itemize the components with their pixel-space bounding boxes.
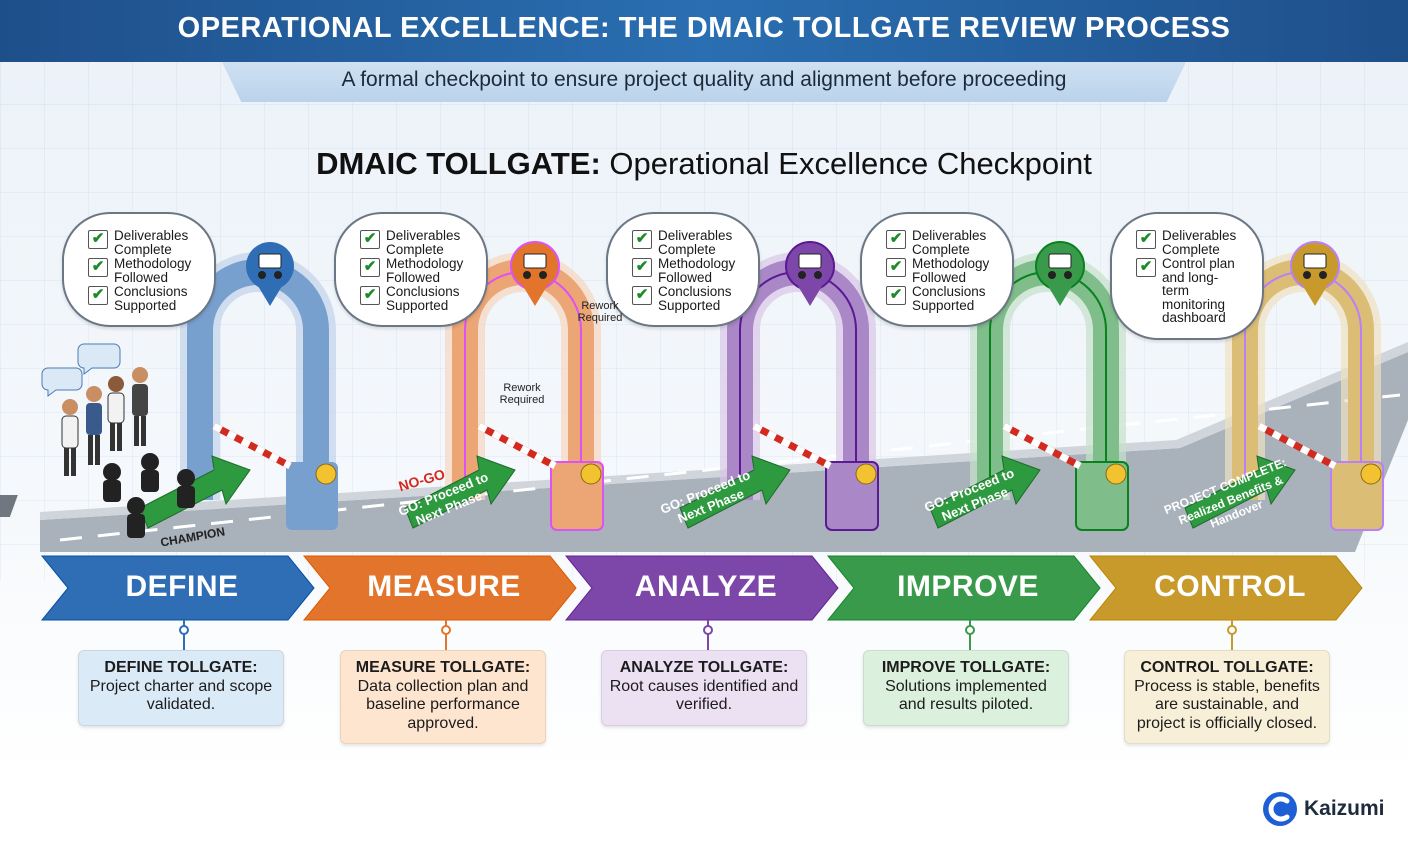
page-header-title: OPERATIONAL EXCELLENCE: THE DMAIC TOLLGA… xyxy=(177,12,1231,44)
check-icon: ✔ xyxy=(632,286,652,305)
phase-connector-dot xyxy=(179,625,189,635)
checklist-item-text: Methodology Followed xyxy=(658,256,736,285)
check-icon: ✔ xyxy=(88,258,108,277)
tollgate-arch-analyze xyxy=(679,241,879,531)
checklist-item: ✔ Conclusions Supported xyxy=(360,285,466,312)
tollgate-box-control: CONTROL TOLLGATE:Process is stable, bene… xyxy=(1124,650,1330,744)
check-icon: ✔ xyxy=(886,286,906,305)
kaizumi-logo-icon xyxy=(1263,792,1297,826)
checklist-item-text: Deliverables Complete xyxy=(114,228,189,257)
phase-chevron-analyze xyxy=(564,555,839,621)
tollgate-box-title: DEFINE TOLLGATE: xyxy=(104,659,258,676)
rework-required-label: Rework Required xyxy=(499,382,545,406)
checklist-item: ✔ Deliverables Complete xyxy=(886,229,992,256)
phase-label-improve: IMPROVE xyxy=(897,570,1039,603)
checklist-item-text: Deliverables Complete xyxy=(912,228,987,257)
phase-connector-dot xyxy=(441,625,451,635)
phase-chevron-control xyxy=(1088,555,1363,621)
phase-connector-dot xyxy=(703,625,713,635)
tollgate-box-title: ANALYZE TOLLGATE: xyxy=(619,659,789,676)
road-surface xyxy=(40,352,1408,552)
tollgate-box-text: Process is stable, benefits are sustaina… xyxy=(1134,677,1320,732)
tollgate-box-define: DEFINE TOLLGATE:Project charter and scop… xyxy=(78,650,284,726)
page-subtitle: A formal checkpoint to ensure project qu… xyxy=(341,68,1067,91)
tollgate-box-text: Project charter and scope validated. xyxy=(89,677,273,714)
checklist-item-text: Methodology Followed xyxy=(386,256,464,285)
define-team-figures xyxy=(41,343,148,476)
check-icon: ✔ xyxy=(1136,230,1156,249)
phase-connector-dot xyxy=(1227,625,1237,635)
check-icon: ✔ xyxy=(886,230,906,249)
tollgate-box-title: CONTROL TOLLGATE: xyxy=(1140,659,1314,676)
checklist-item-text: Conclusions Supported xyxy=(114,284,188,313)
phase-label-define: DEFINE xyxy=(125,570,239,603)
check-icon: ✔ xyxy=(632,230,652,249)
checklist-item: ✔ Deliverables Complete xyxy=(1136,229,1242,256)
main-title-bold: DMAIC TOLLGATE: xyxy=(316,146,601,181)
brand-name: Kaizumi xyxy=(1304,797,1385,820)
checklist-bubble-control: ✔ Deliverables Complete ✔ Control plan and … xyxy=(1110,212,1264,340)
checklist-item-text: Methodology Followed xyxy=(114,256,192,285)
main-title-rest: Operational Excellence Checkpoint xyxy=(600,146,1092,181)
tollgate-box-text: Data collection plan and baseline perfor… xyxy=(357,677,529,732)
tollgate-box-measure: MEASURE TOLLGATE:Data collection plan an… xyxy=(340,650,546,744)
checklist-item: ✔ Deliverables Complete xyxy=(632,229,738,256)
checklist-bubble-define: ✔ Deliverables Complete ✔ Methodology Follo… xyxy=(62,212,216,327)
checklist-item-text: Deliverables Complete xyxy=(1162,228,1237,257)
check-icon: ✔ xyxy=(886,258,906,277)
checklist-bubble-analyze: ✔ Deliverables Complete ✔ Methodology Follo… xyxy=(606,212,760,327)
check-icon: ✔ xyxy=(1136,258,1156,277)
phase-label-analyze: ANALYZE xyxy=(634,570,778,603)
checklist-item-text: Deliverables Complete xyxy=(658,228,733,257)
phase-label-measure: MEASURE xyxy=(367,570,521,603)
checklist-item: ✔ Conclusions Supported xyxy=(632,285,738,312)
check-icon: ✔ xyxy=(360,258,380,277)
phase-chevron-measure xyxy=(302,555,577,621)
check-icon: ✔ xyxy=(88,286,108,305)
checklist-bubble-improve: ✔ Deliverables Complete ✔ Methodology Follo… xyxy=(860,212,1014,327)
checklist-item: ✔ Conclusions Supported xyxy=(88,285,194,312)
check-icon: ✔ xyxy=(360,230,380,249)
checklist-item-text: Conclusions Supported xyxy=(386,284,460,313)
check-icon: ✔ xyxy=(360,286,380,305)
brand-logo: Kaizumi xyxy=(1262,791,1385,827)
header-bar xyxy=(0,0,1408,62)
phase-chevron-improve xyxy=(826,555,1101,621)
checklist-item: ✔ Control plan and long-term monitoring d… xyxy=(1136,257,1242,325)
checklist-item-text: Control plan and long-term monitoring da… xyxy=(1162,256,1235,325)
phase-label-control: CONTROL xyxy=(1154,570,1306,603)
tollgate-box-text: Root causes identified and verified. xyxy=(609,677,799,714)
checklist-item-text: Deliverables Complete xyxy=(386,228,461,257)
check-icon: ✔ xyxy=(88,230,108,249)
phase-connector-dot xyxy=(965,625,975,635)
tollgate-box-title: IMPROVE TOLLGATE: xyxy=(881,659,1051,676)
checklist-item-text: Conclusions Supported xyxy=(658,284,732,313)
rework-required-label-upper: Rework Required xyxy=(577,300,623,324)
checklist-item: ✔ Deliverables Complete xyxy=(360,229,466,256)
road-center-line xyxy=(59,393,1401,542)
tollgate-box-text: Solutions implemented and results pilote… xyxy=(885,677,1047,714)
checklist-item: ✔ Deliverables Complete xyxy=(88,229,194,256)
main-title: DMAIC TOLLGATE: Operational Excellence C… xyxy=(0,146,1408,182)
checklist-item: ✔ Methodology Followed xyxy=(632,257,738,284)
checklist-bubble-measure: ✔ Deliverables Complete ✔ Methodology Follo… xyxy=(334,212,488,327)
phase-chevron-define xyxy=(40,555,315,621)
tollgate-box-title: MEASURE TOLLGATE: xyxy=(355,659,531,676)
subtitle-ribbon xyxy=(222,62,1186,102)
checklist-item-text: Methodology Followed xyxy=(912,256,990,285)
tollgate-box-improve: IMPROVE TOLLGATE:Solutions implemented a… xyxy=(863,650,1069,726)
checklist-item: ✔ Methodology Followed xyxy=(88,257,194,284)
checklist-item: ✔ Methodology Followed xyxy=(360,257,466,284)
checklist-item: ✔ Methodology Followed xyxy=(886,257,992,284)
checklist-item: ✔ Conclusions Supported xyxy=(886,285,992,312)
checklist-item-text: Conclusions Supported xyxy=(912,284,986,313)
tollgate-box-analyze: ANALYZE TOLLGATE:Root causes identified … xyxy=(601,650,807,726)
check-icon: ✔ xyxy=(632,258,652,277)
champion-meeting-figures xyxy=(0,453,195,538)
